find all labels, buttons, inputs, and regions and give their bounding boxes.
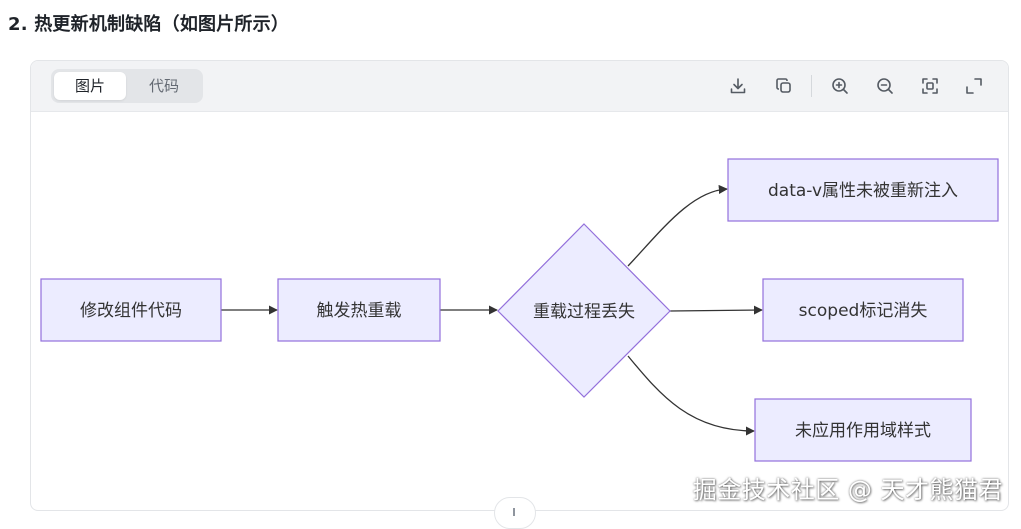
- zoom-in-icon[interactable]: [828, 74, 852, 98]
- node-label: 重载过程丢失: [533, 302, 635, 322]
- node-modify-code: 修改组件代码: [40, 278, 222, 342]
- fit-screen-icon[interactable]: [918, 74, 942, 98]
- view-mode-toggle: 图片 代码: [51, 69, 203, 103]
- node-scoped-mark-lost: scoped标记消失: [762, 278, 964, 342]
- edge-c-f: [627, 355, 755, 436]
- fullscreen-icon[interactable]: [962, 74, 986, 98]
- flowchart: 修改组件代码 触发热重载 重载过程丢失 data-v属性未被重新注入 scope…: [40, 158, 999, 462]
- node-trigger-hot-reload: 触发热重载: [277, 278, 441, 342]
- viewer-toolbar: 图片 代码: [31, 61, 1008, 112]
- node-label: data-v属性未被重新注入: [768, 181, 958, 201]
- edge-c-e: [669, 305, 763, 315]
- node-label: scoped标记消失: [799, 301, 928, 321]
- toolbar-divider: [811, 75, 812, 97]
- node-reload-lost-decision: 重载过程丢失: [497, 223, 671, 398]
- node-scoped-style-not-applied: 未应用作用域样式: [754, 398, 972, 462]
- node-label: 触发热重载: [317, 301, 402, 321]
- diagram-viewer: 图片 代码: [30, 60, 1009, 511]
- download-icon[interactable]: [726, 74, 750, 98]
- tab-code[interactable]: 代码: [148, 77, 179, 95]
- edge-c-d: [627, 184, 728, 267]
- node-label: 修改组件代码: [80, 301, 182, 321]
- resize-handle[interactable]: [494, 497, 536, 529]
- node-label: 未应用作用域样式: [795, 421, 931, 441]
- watermark-text: 掘金技术社区 @ 天才熊猫君: [692, 476, 1003, 504]
- tab-image[interactable]: 图片: [54, 72, 126, 100]
- copy-icon[interactable]: [772, 74, 796, 98]
- section-heading: 2. 热更新机制缺陷（如图片所示）: [8, 14, 290, 35]
- node-data-v-not-injected: data-v属性未被重新注入: [727, 158, 999, 222]
- zoom-out-icon[interactable]: [873, 74, 897, 98]
